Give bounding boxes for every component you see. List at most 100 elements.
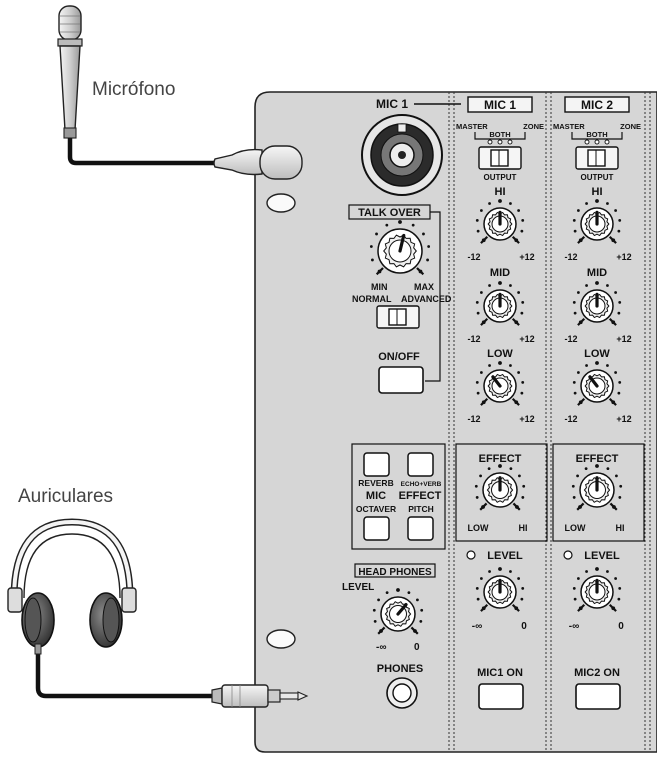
eq-hi-label: HI	[495, 186, 506, 198]
talk-over-max: MAX	[414, 282, 434, 292]
channel-on-button[interactable]	[478, 683, 524, 710]
pitch-button[interactable]	[407, 516, 434, 541]
mixer-panel	[254, 91, 657, 753]
level-max: 0	[521, 621, 527, 632]
talk-over-mode-switch[interactable]	[376, 305, 420, 329]
eq-mid-knob[interactable]	[475, 281, 525, 326]
mic1-input-label: MIC 1	[376, 97, 408, 111]
echo-verb-button[interactable]	[407, 452, 434, 477]
talk-over-advanced: ADVANCED	[401, 294, 452, 304]
microphone: Micrófono	[57, 5, 303, 180]
eq-mid-label: MID	[587, 267, 607, 279]
phones-jack[interactable]	[386, 677, 418, 709]
head-phones-section: HEAD PHONES LEVEL -∞ 0 PHONES	[342, 563, 436, 709]
channel-title: MIC 1	[484, 98, 516, 112]
octaver-label: OCTAVER	[356, 504, 396, 514]
head-phones-level-knob[interactable]	[372, 588, 424, 635]
eq-mid-min: -12	[467, 334, 480, 344]
output-zone-label: ZONE	[523, 122, 544, 131]
eq-low-min: -12	[467, 414, 480, 424]
reverb-label: REVERB	[358, 478, 393, 488]
output-select-switch[interactable]	[478, 146, 522, 170]
head-phones-level-max: 0	[414, 642, 420, 653]
effect-label: EFFECT	[576, 453, 619, 465]
talk-over-on-off-label: ON/OFF	[378, 351, 420, 363]
output-label: OUTPUT	[581, 173, 614, 182]
microphone-label: Micrófono	[92, 79, 175, 100]
eq-hi-knob[interactable]	[475, 199, 525, 244]
talk-over-min: MIN	[371, 282, 388, 292]
eq-hi-label: HI	[592, 186, 603, 198]
mount-hole-top	[266, 193, 296, 213]
output-select-switch[interactable]	[575, 146, 619, 170]
eq-hi-knob[interactable]	[572, 199, 622, 244]
talk-over-normal: NORMAL	[352, 294, 392, 304]
pitch-label: PITCH	[408, 504, 434, 514]
octaver-button[interactable]	[363, 516, 390, 541]
eq-mid-label: MID	[490, 267, 510, 279]
eq-low-knob[interactable]	[572, 361, 622, 406]
eq-low-max: +12	[519, 414, 534, 424]
mic-effect-section: REVERB ECHO+VERB MIC EFFECT OCTAVER PITC…	[351, 443, 446, 550]
effect-low-label: LOW	[468, 523, 489, 533]
level-knob[interactable]	[475, 567, 525, 612]
channel-on-label: MIC1 ON	[477, 667, 523, 679]
head-phones-title: HEAD PHONES	[358, 567, 432, 578]
mic-effect-title-effect: EFFECT	[399, 490, 442, 502]
effect-hi-label: HI	[519, 523, 528, 533]
headphones: Auriculares	[7, 486, 309, 708]
reverb-button[interactable]	[363, 452, 390, 477]
eq-low-min: -12	[564, 414, 577, 424]
effect-knob[interactable]	[474, 464, 526, 511]
eq-low-knob[interactable]	[475, 361, 525, 406]
channel-title: MIC 2	[581, 98, 613, 112]
xlr-combo-jack[interactable]	[361, 114, 443, 196]
level-max: 0	[618, 621, 624, 632]
level-min: -∞	[472, 621, 482, 632]
head-phones-level-label: LEVEL	[342, 582, 374, 593]
level-knob[interactable]	[572, 567, 622, 612]
headphones-label: Auriculares	[18, 486, 113, 507]
eq-hi-min: -12	[467, 252, 480, 262]
eq-mid-knob[interactable]	[572, 281, 622, 326]
talk-over-knob[interactable]	[369, 220, 431, 276]
output-master-label: MASTER	[553, 122, 585, 131]
effect-knob[interactable]	[571, 464, 623, 511]
eq-mid-max: +12	[519, 334, 534, 344]
eq-low-label: LOW	[487, 348, 513, 360]
output-both-label: BOTH	[489, 130, 510, 139]
eq-low-label: LOW	[584, 348, 610, 360]
effect-low-label: LOW	[565, 523, 586, 533]
echo-verb-label: ECHO+VERB	[401, 481, 442, 488]
talk-over-section: TALK OVER MIN MAX NORMAL ADVANCED ON/OFF	[348, 204, 452, 394]
level-min: -∞	[569, 621, 579, 632]
mount-hole-bottom	[266, 629, 296, 649]
level-label: LEVEL	[487, 550, 523, 562]
eq-hi-max: +12	[519, 252, 534, 262]
mic1-input-section: MIC 1	[361, 97, 461, 196]
mic-effect-title-mic: MIC	[366, 490, 386, 502]
head-phones-level-min: -∞	[376, 642, 386, 653]
output-master-label: MASTER	[456, 122, 488, 131]
channel-on-button[interactable]	[575, 683, 621, 710]
eq-hi-min: -12	[564, 252, 577, 262]
effect-label: EFFECT	[479, 453, 522, 465]
talk-over-on-off-button[interactable]	[378, 366, 424, 394]
phones-label: PHONES	[377, 663, 423, 675]
output-both-label: BOTH	[586, 130, 607, 139]
eq-hi-max: +12	[616, 252, 631, 262]
channel-on-label: MIC2 ON	[574, 667, 620, 679]
eq-mid-max: +12	[616, 334, 631, 344]
level-indicator-led	[466, 550, 476, 560]
level-indicator-led	[563, 550, 573, 560]
eq-mid-min: -12	[564, 334, 577, 344]
eq-low-max: +12	[616, 414, 631, 424]
level-label: LEVEL	[584, 550, 620, 562]
output-label: OUTPUT	[484, 173, 517, 182]
talk-over-title: TALK OVER	[358, 207, 421, 219]
output-zone-label: ZONE	[620, 122, 641, 131]
